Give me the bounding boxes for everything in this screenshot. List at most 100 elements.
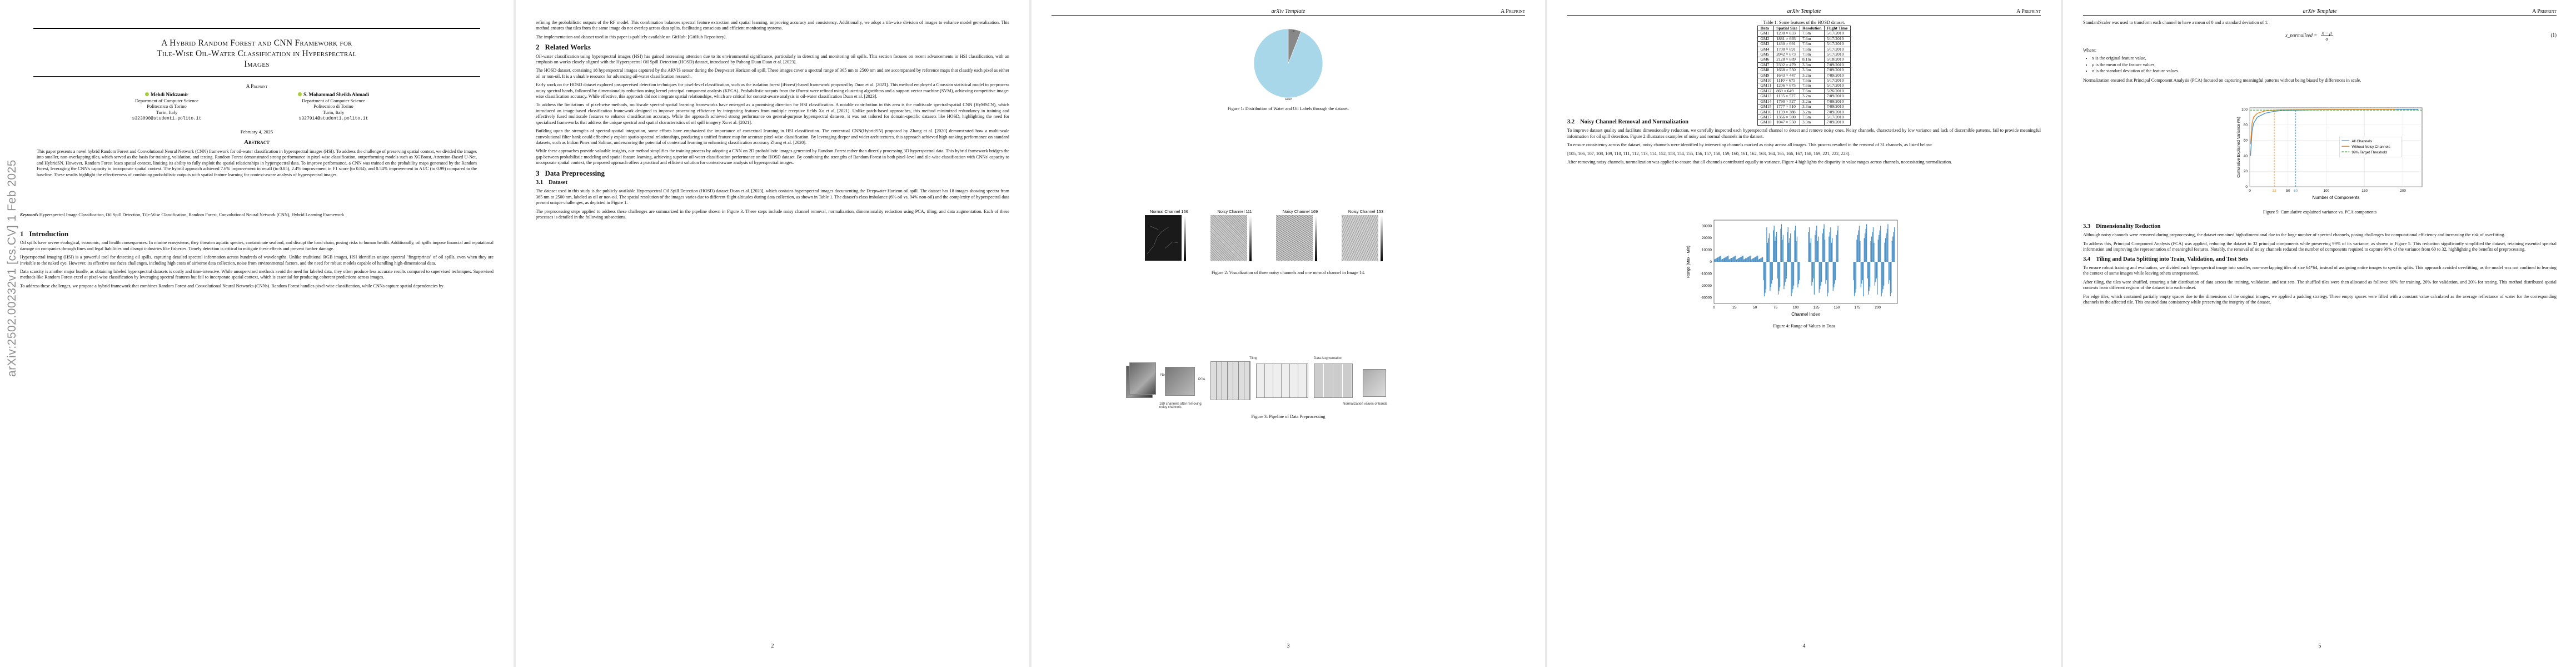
range-bar (1821, 262, 1822, 282)
range-bar (1790, 233, 1791, 262)
range-bar (1771, 262, 1772, 284)
range-bar (1813, 262, 1815, 295)
range-bar (1717, 257, 1718, 262)
range-bar (1786, 262, 1787, 278)
range-bar (1748, 256, 1750, 262)
legend-box (2339, 136, 2402, 157)
colorbar (1315, 216, 1317, 261)
range-bar (1728, 259, 1730, 262)
range-bar (1760, 258, 1761, 262)
range-bar (1887, 224, 1889, 262)
table-cell: GM13 (1757, 93, 1775, 99)
range-bar (1755, 257, 1756, 262)
range-bar (1768, 233, 1770, 262)
range-bar (1818, 262, 1820, 293)
y-tick-label: 20000 (1702, 236, 1712, 240)
table-cell: GM11 (1757, 83, 1775, 89)
range-bar (1812, 262, 1813, 282)
figure-1-pie: oil water Figure 1: Distribution of Wate… (1032, 19, 1545, 111)
range-bar (1867, 262, 1869, 295)
equation-number: (1) (2550, 32, 2557, 38)
orcid-icon[interactable] (297, 92, 302, 96)
range-bar (1794, 230, 1795, 262)
channel-panel-normal: Normal Channel 166 (1143, 209, 1195, 261)
figure-3-caption: Figure 3: Pipeline of Data Preprocessing (1251, 414, 1326, 419)
tiling-grid (1210, 361, 1250, 400)
range-bar (1862, 262, 1863, 281)
x-tick-label: 125 (1813, 306, 1820, 310)
keywords: Keywords Hyperspectral Image Classificat… (20, 212, 345, 217)
list-item: x is the original feature value, (2092, 56, 2557, 61)
range-bar (1762, 257, 1763, 262)
table-cell: 5/17/2010 (1823, 31, 1851, 37)
pie-label-water: water (1285, 98, 1292, 101)
range-bar (1811, 262, 1812, 286)
pie-slice-oil (1288, 28, 1302, 64)
page2-body: refining the probabilistic outputs of th… (536, 20, 1009, 220)
author-email[interactable]: s327914@studenti.polito.it (298, 116, 368, 121)
orcid-icon[interactable] (145, 92, 150, 96)
table-cell: 5/17/2010 (1823, 114, 1851, 121)
x-tick-label: 50 (2286, 189, 2290, 193)
range-bar (1816, 226, 1817, 262)
range-bar (1808, 227, 1810, 262)
page5-vars: Where: x is the original feature value, … (2083, 48, 2557, 86)
range-bar (1781, 224, 1782, 262)
range-bar (1758, 259, 1759, 262)
list-item: σ is the standard deviation of the featu… (2092, 68, 2557, 74)
table-cell: GM3 (1757, 41, 1775, 47)
range-bar (1747, 257, 1748, 262)
range-bar (1727, 256, 1728, 262)
range-bar (1788, 242, 1790, 262)
figure-4-caption: Figure 4: Range of Values in Data (1773, 323, 1835, 328)
channel-image (1210, 215, 1247, 261)
table-cell: 7/09/2010 (1823, 120, 1851, 126)
table-cell: 3.3m (1800, 104, 1825, 110)
colorbar (1184, 216, 1186, 261)
range-bar (1763, 262, 1765, 297)
figure-5-caption: Figure 5: Cumulative explained variance … (2263, 210, 2377, 215)
table-cell: 7.6m (1800, 31, 1825, 37)
range-bar (1780, 228, 1781, 262)
cube-after-removal (1165, 367, 1195, 396)
range-bar (1792, 262, 1793, 290)
list-item: μ is the mean of the feature values, (2092, 62, 2557, 68)
pie-label-oil: oil (1292, 30, 1294, 33)
table-cell: 8.1m (1800, 57, 1825, 63)
table-cell: 2128 × 689 (1773, 57, 1801, 63)
y-tick-label: 40 (2244, 154, 2248, 158)
abstract-heading: Abstract (244, 139, 270, 146)
author-email[interactable]: s323090@studenti.polito.it (132, 116, 202, 121)
output-cube (1363, 369, 1386, 397)
table-cell: GM6 (1757, 57, 1775, 63)
range-bar (1882, 262, 1884, 290)
range-bar (1894, 227, 1895, 262)
y-tick-label: 80 (2244, 123, 2248, 127)
range-bar (1730, 258, 1731, 262)
x-tick-label: 100 (1793, 306, 1799, 310)
range-bar (1716, 258, 1717, 262)
range-bar (1872, 227, 1874, 262)
range-bar (1757, 255, 1758, 262)
table-cell: 7/09/2010 (1823, 67, 1851, 73)
x-tick-label: 60 (2294, 189, 2298, 193)
range-bar (1861, 262, 1862, 284)
y-tick-label: 100 (2241, 108, 2248, 112)
range-bar (1776, 232, 1777, 262)
page-number: 4 (1802, 643, 1806, 649)
range-bar (1863, 262, 1864, 297)
x-axis-label: Number of Components (2313, 195, 2360, 200)
x-tick-label: 50 (1753, 306, 1757, 310)
date: February 4, 2025 (240, 129, 273, 135)
range-bar (1785, 262, 1786, 282)
table-cell: 7/09/2010 (1823, 93, 1851, 99)
y-tick-label: -10000 (1701, 272, 1712, 276)
table-cell: 1777 × 510 (1773, 104, 1801, 110)
range-bar (1736, 259, 1737, 262)
range-bar (1870, 241, 1871, 262)
